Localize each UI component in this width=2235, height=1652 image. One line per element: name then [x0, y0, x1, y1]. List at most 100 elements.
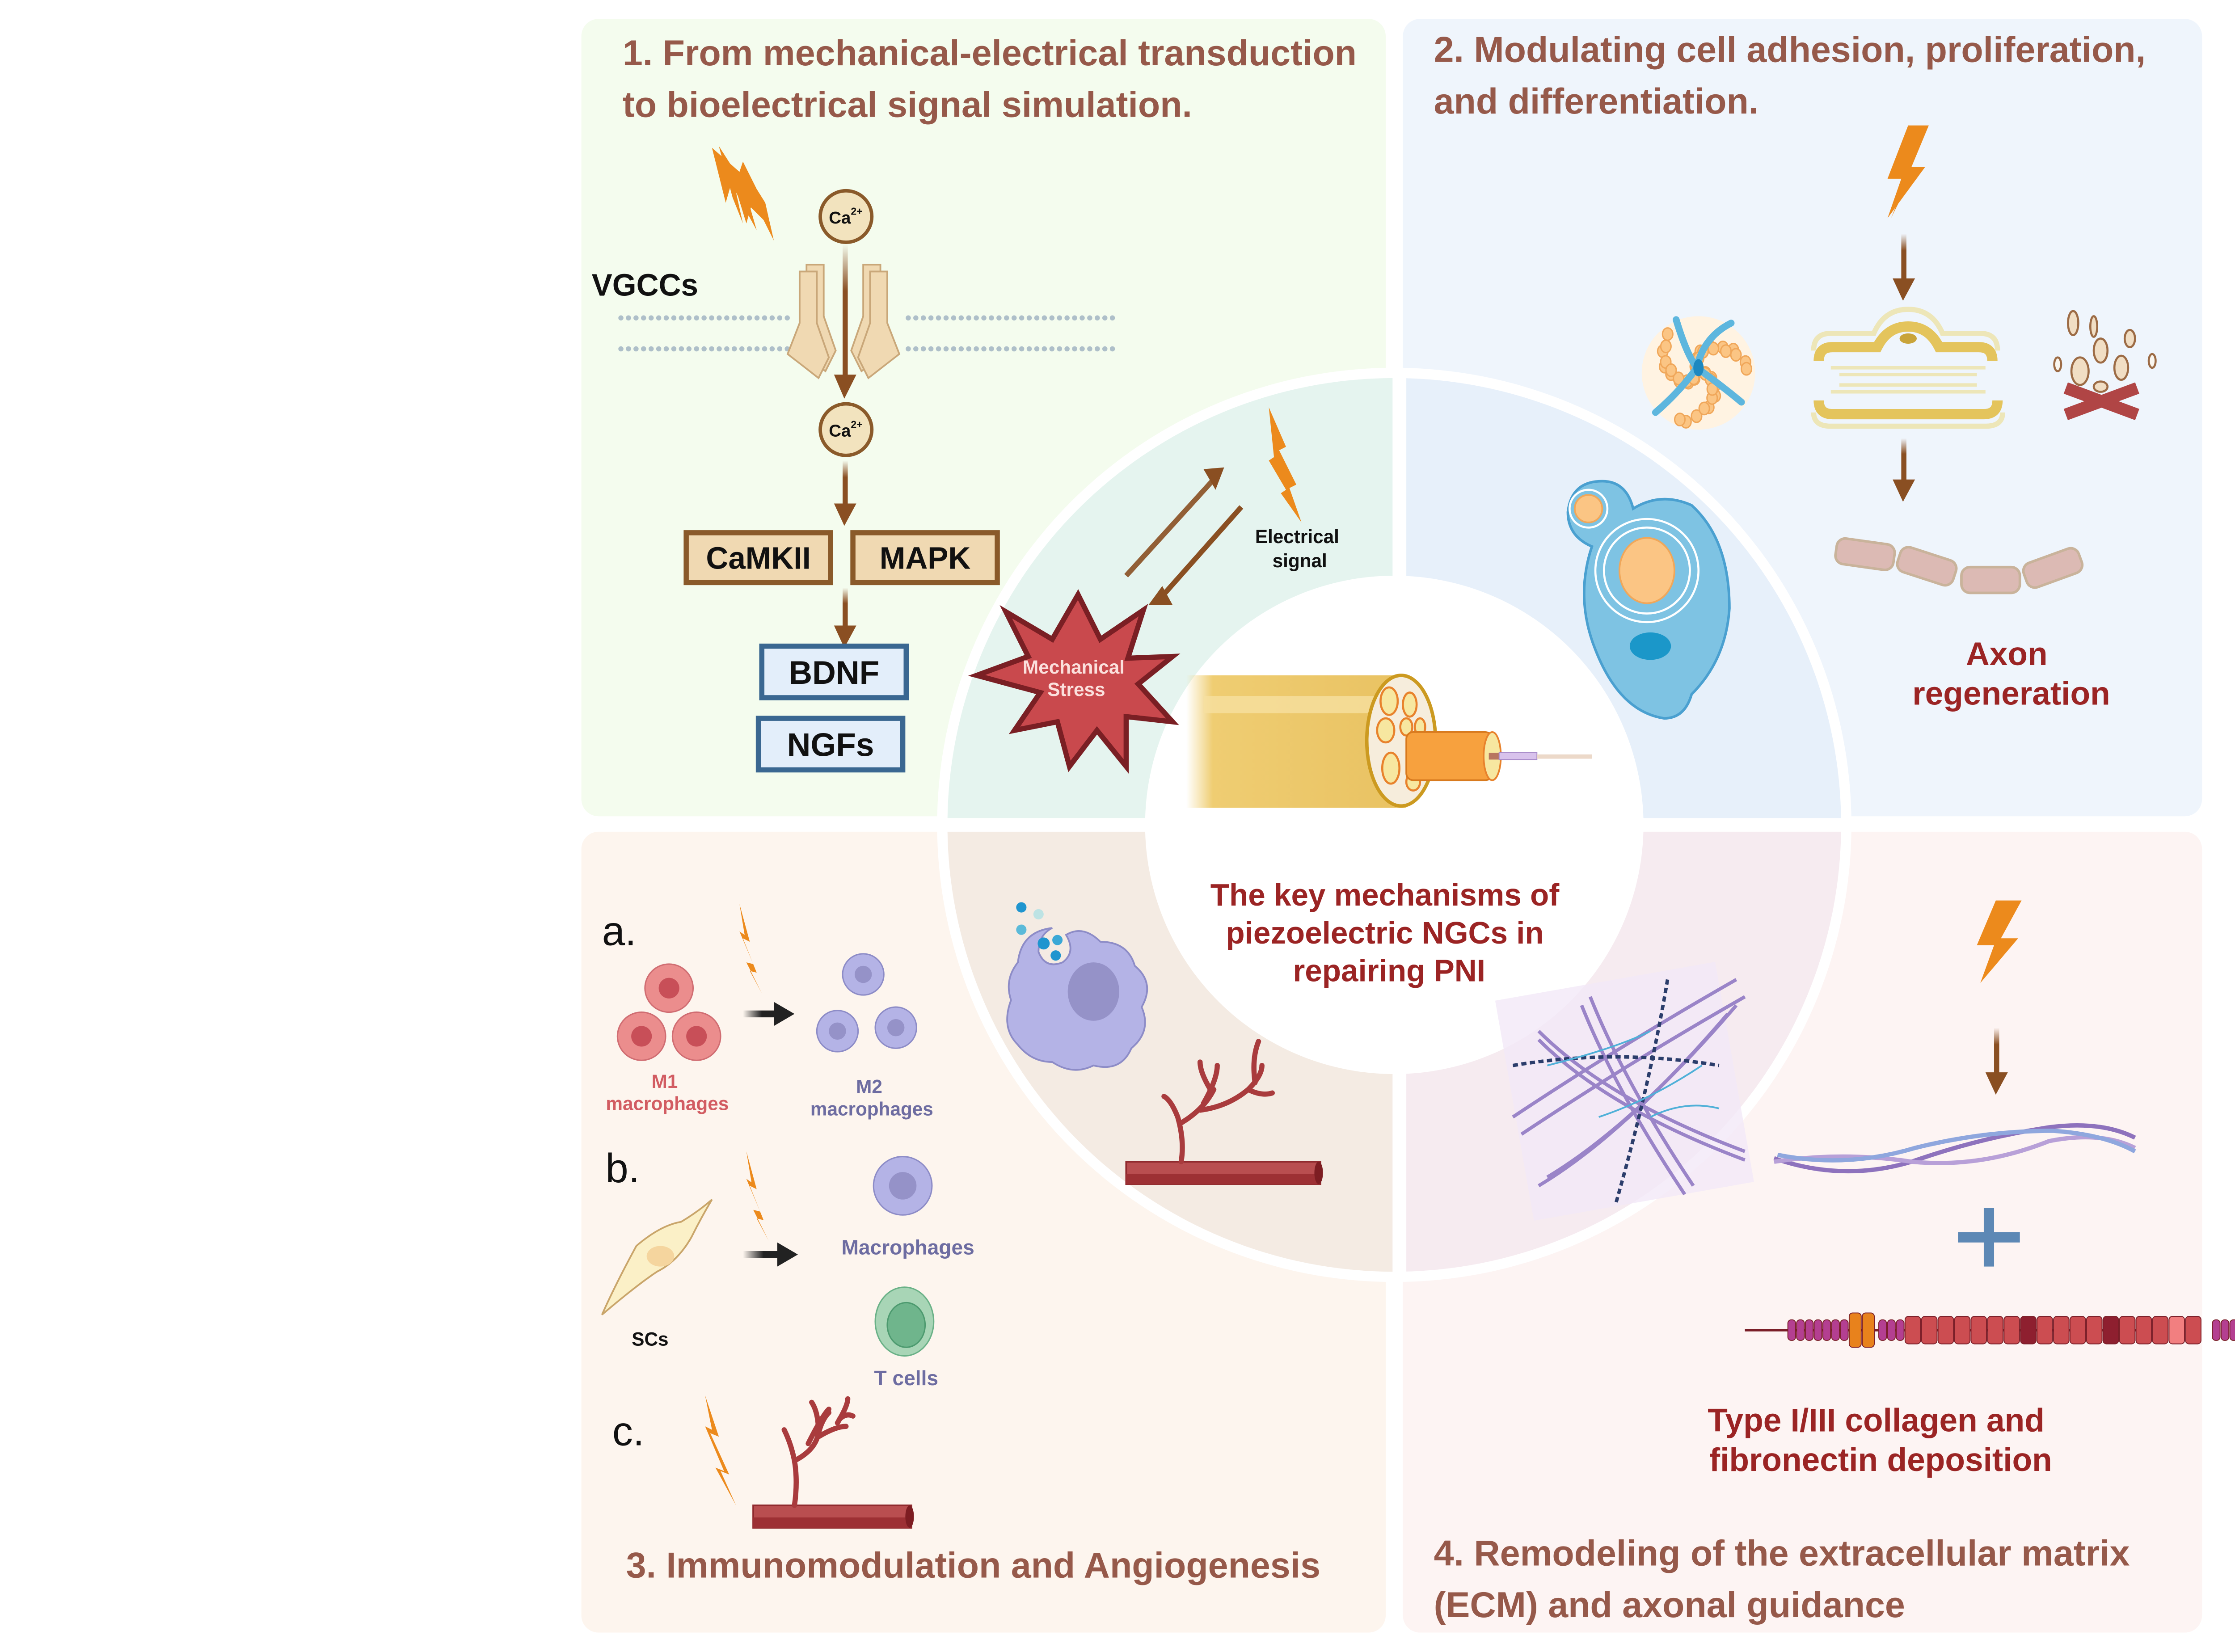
lipid-head	[686, 315, 692, 321]
panel-4: Type I/III collagen and fibronectin depo…	[1434, 900, 2235, 1625]
arrow-icon	[834, 587, 856, 648]
fibronectin-domain	[2152, 1316, 2169, 1344]
lipid-head	[981, 346, 987, 352]
panel-1: 1. From mechanical-electrical transducti…	[592, 33, 1357, 773]
t-cells-label: T cells	[874, 1366, 938, 1390]
lipid-head	[1080, 315, 1085, 321]
lipid-head	[1057, 315, 1062, 321]
fibronectin-domain	[1970, 1316, 1987, 1344]
lipid-head	[1004, 346, 1009, 352]
calcium-ion-icon: Ca2+	[818, 402, 874, 457]
lipid-head	[1080, 346, 1085, 352]
panel-1-title-line-2: to bioelectrical signal simulation.	[623, 84, 1192, 125]
lipid-head	[1102, 315, 1108, 321]
vgcc-label: VGCCs	[592, 267, 698, 302]
fat-droplet	[1674, 413, 1686, 426]
calcium-ion-icon: Ca2+	[818, 189, 874, 244]
lipid-head	[974, 315, 979, 321]
fibronectin-domain	[2003, 1316, 2020, 1344]
lipid-head	[1095, 346, 1100, 352]
lipid-head	[906, 315, 911, 321]
lipid-head	[913, 315, 919, 321]
fat-droplet	[1661, 327, 1674, 341]
calcium-ion-label: Ca	[829, 208, 851, 228]
mechanical-stress-burst-icon	[968, 589, 1181, 774]
arrow-icon	[743, 1002, 795, 1026]
lipid-head	[686, 346, 692, 352]
schwann-cell-icon	[1566, 480, 1731, 720]
panel-3-title: 3. Immunomodulation and Angiogenesis	[626, 1546, 1320, 1586]
arrow-icon	[1985, 1028, 2008, 1095]
macrophage-icon	[873, 1156, 933, 1216]
lipid-head	[656, 346, 662, 352]
lipid-head	[906, 346, 911, 352]
lipid-head	[679, 315, 684, 321]
lipid-head	[928, 346, 934, 352]
lipid-head	[777, 315, 783, 321]
fibronectin-domain	[1887, 1319, 1896, 1341]
arrow-icon	[834, 244, 856, 399]
lipid-head	[1011, 315, 1017, 321]
fibronectin-domain	[1822, 1319, 1831, 1341]
bidirectional-arrow-icon	[1124, 467, 1244, 605]
lipid-head	[648, 346, 654, 352]
lipid-head	[1109, 315, 1115, 321]
arrow-icon	[743, 1242, 798, 1267]
lipid-head	[618, 315, 624, 321]
plus-icon	[1958, 1208, 2020, 1267]
lipid-head	[641, 315, 646, 321]
lipid-head	[996, 346, 1002, 352]
lipid-head	[1042, 346, 1047, 352]
svg-text:Ca2+: Ca2+	[829, 418, 862, 440]
lipid-head	[777, 346, 783, 352]
fibronectin-domain	[1878, 1319, 1887, 1341]
lipid-head	[1049, 346, 1055, 352]
m1-macrophages-label: M1 macrophages	[606, 1071, 729, 1114]
lipid-head	[633, 346, 639, 352]
lipid-head	[701, 315, 707, 321]
lipid-head	[951, 315, 957, 321]
m2-macrophages-label: M2 macrophages	[810, 1076, 933, 1119]
collagen-fiber-icon	[1773, 1123, 2136, 1174]
lipid-head	[1064, 346, 1070, 352]
calcium-ion-label: Ca	[829, 421, 851, 441]
lipid-head	[1049, 315, 1055, 321]
lipid-head	[1072, 346, 1077, 352]
kinase-box-mapk: MAPK	[850, 530, 1000, 586]
fibronectin-domain	[2168, 1316, 2185, 1344]
lipid-head	[920, 315, 926, 321]
phagocytosing-macrophage-icon	[1006, 902, 1148, 1071]
lipid-head	[951, 346, 957, 352]
lipid-head	[694, 346, 699, 352]
fibronectin-domain	[2102, 1316, 2119, 1344]
lipid-head	[754, 346, 760, 352]
subpanel-a-label: a.	[602, 908, 637, 954]
fibronectin-domain	[1813, 1319, 1822, 1341]
fibronectin-domain	[2185, 1316, 2201, 1344]
lipid-head	[769, 346, 775, 352]
fat-droplet	[1740, 362, 1753, 376]
lightning-bolt-icon	[746, 1151, 769, 1241]
arrow-icon	[834, 460, 856, 526]
lipid-head	[1087, 346, 1092, 352]
fibronectin-domain	[2053, 1316, 2070, 1344]
macrophages-label: Macrophages	[841, 1236, 974, 1259]
lipid-head	[958, 346, 964, 352]
lipid-head	[1064, 315, 1070, 321]
lightning-bolt-icon	[1269, 407, 1302, 523]
kinase-box-camkii: CaMKII	[683, 530, 833, 586]
lipid-head	[1072, 315, 1077, 321]
lipid-head	[648, 315, 654, 321]
panel-3: a. b. c. M1 macrophages M2 macrop	[601, 904, 1320, 1586]
panel-4-title-line-2: (ECM) and axonal guidance	[1434, 1585, 1905, 1625]
lipid-head	[989, 315, 994, 321]
lipid-head	[633, 315, 639, 321]
axon-regeneration-label: Axon regeneration	[1912, 636, 2110, 712]
lipid-head	[996, 315, 1002, 321]
fibronectin-domain	[1787, 1319, 1796, 1341]
electrical-signal-label: Electrical signal	[1255, 526, 1345, 571]
lipid-head	[1026, 346, 1032, 352]
lipid-head	[784, 315, 790, 321]
lipid-head	[709, 315, 714, 321]
